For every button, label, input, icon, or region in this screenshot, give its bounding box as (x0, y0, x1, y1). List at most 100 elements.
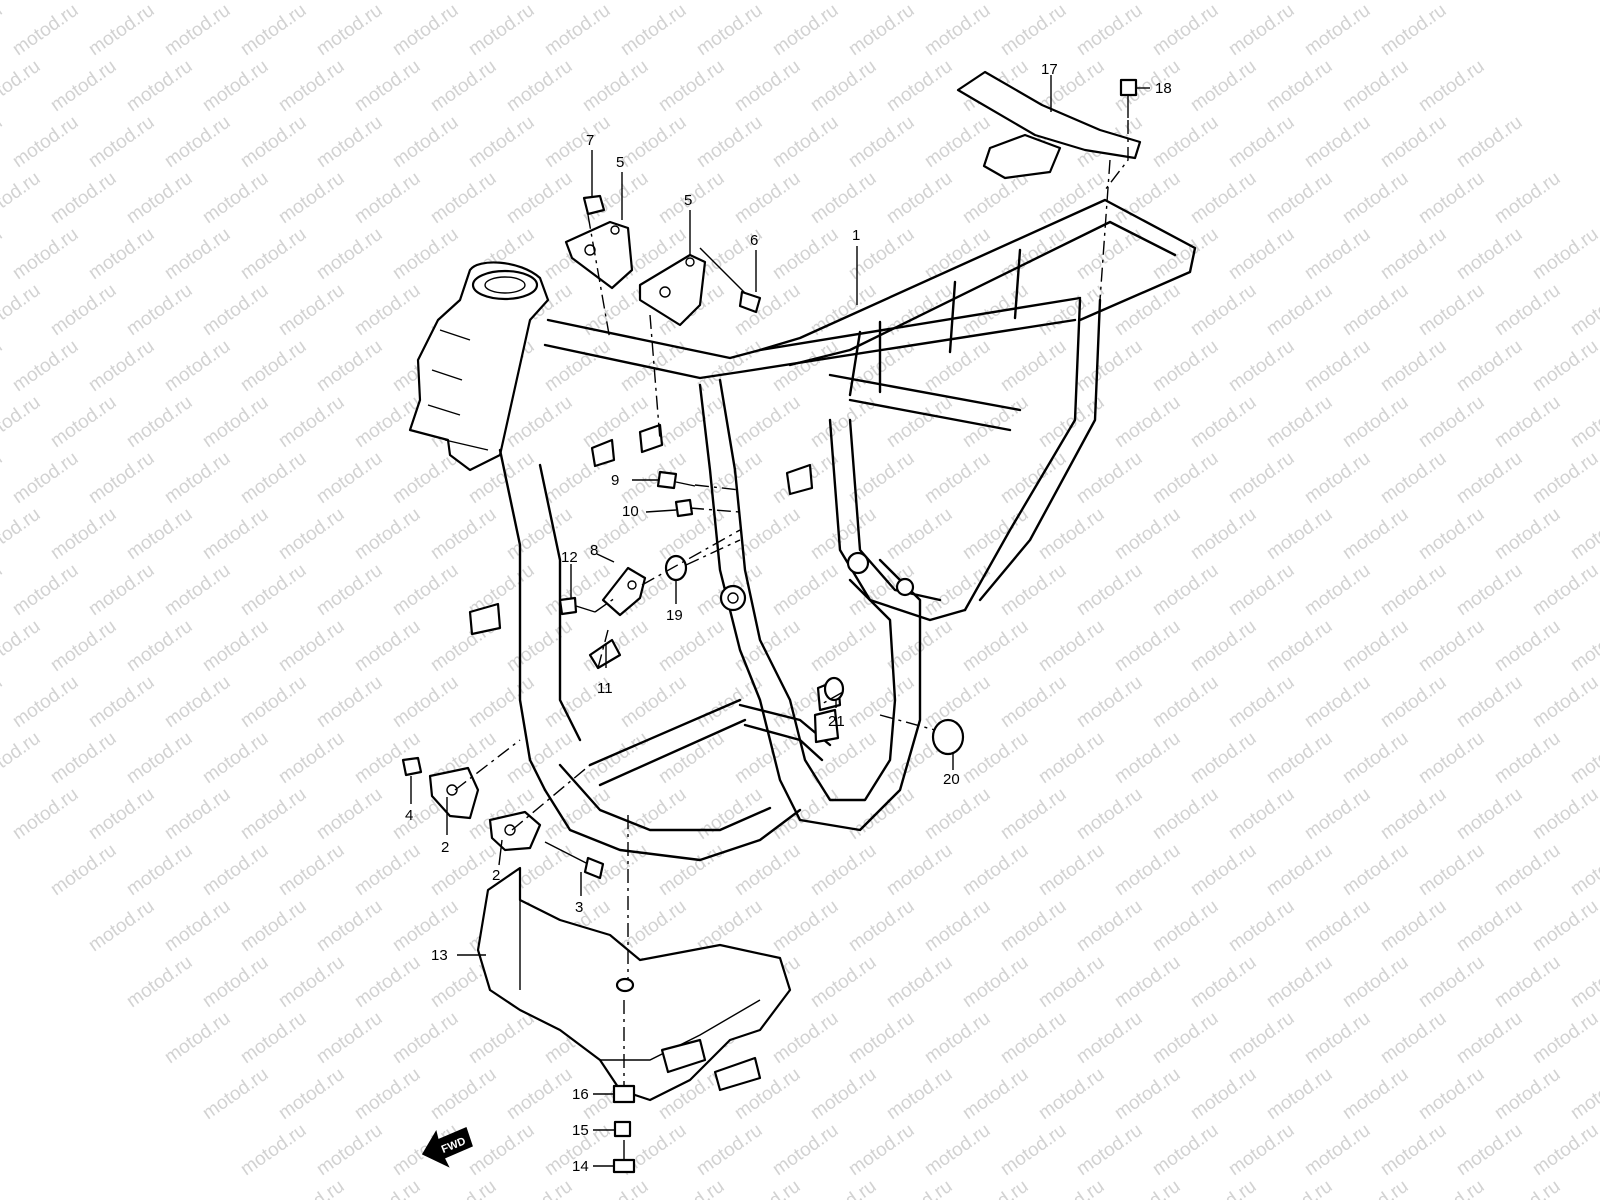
watermark-text: motod.ru (0, 728, 44, 788)
watermark-text: motod.ru (1111, 1064, 1184, 1124)
watermark-text: motod.ru (1149, 0, 1222, 60)
watermark-text: motod.ru (389, 896, 462, 956)
watermark-text: motod.ru (1567, 392, 1600, 452)
watermark-text: motod.ru (1567, 504, 1600, 564)
watermark-text: motod.ru (1491, 616, 1564, 676)
callout-18: 18 (1136, 80, 1172, 97)
watermark-text: motod.ru (313, 0, 386, 60)
watermark-text: motod.ru (921, 1008, 994, 1068)
watermark-text: motod.ru (769, 896, 842, 956)
svg-text:1: 1 (852, 227, 860, 244)
watermark-text: motod.ru (921, 1120, 994, 1180)
watermark-text: motod.ru (693, 672, 766, 732)
watermark-text: motod.ru (1301, 0, 1374, 60)
watermark-text: motod.ru (161, 784, 234, 844)
watermark-text: motod.ru (47, 616, 120, 676)
watermark-text: motod.ru (313, 336, 386, 396)
svg-text:7: 7 (586, 132, 594, 149)
watermark-text: motod.ru (1073, 0, 1146, 60)
callout-5b: 5 (684, 192, 692, 255)
watermark-text: motod.ru (1491, 952, 1564, 1012)
watermark-text: motod.ru (731, 56, 804, 116)
svg-text:18: 18 (1155, 80, 1172, 97)
watermark-text: motod.ru (769, 1120, 842, 1180)
callout-1: 1 (852, 227, 860, 305)
watermark-text: motod.ru (1149, 896, 1222, 956)
watermark-text: motod.ru (427, 0, 500, 4)
watermark-text: motod.ru (1529, 1008, 1600, 1068)
watermark-text: motod.ru (199, 0, 272, 4)
watermark-text: motod.ru (313, 672, 386, 732)
watermark-text: motod.ru (1301, 784, 1374, 844)
svg-text:19: 19 (666, 607, 683, 624)
watermark-text: motod.ru (47, 392, 120, 452)
watermark-text: motod.ru (579, 1176, 652, 1200)
watermark-text: motod.ru (199, 392, 272, 452)
callout-layer: 1 2 2 3 4 5 5 6 (405, 61, 1172, 1175)
svg-text:4: 4 (405, 807, 413, 824)
watermark-text: motod.ru (351, 280, 424, 340)
watermark-text: motod.ru (275, 840, 348, 900)
callout-21: 21 (828, 700, 845, 730)
watermark-text: motod.ru (1187, 56, 1260, 116)
watermark-text: motod.ru (579, 0, 652, 4)
watermark-text: motod.ru (1567, 952, 1600, 1012)
watermark-text: motod.ru (1377, 112, 1450, 172)
svg-text:2: 2 (492, 867, 500, 884)
watermark-text: motod.ru (1263, 952, 1336, 1012)
svg-text:2: 2 (441, 839, 449, 856)
watermark-text: motod.ru (237, 0, 310, 60)
watermark-text: motod.ru (1111, 728, 1184, 788)
watermark-text: motod.ru (1035, 392, 1108, 452)
watermark-text: motod.ru (1377, 784, 1450, 844)
watermark-text: motod.ru (617, 0, 690, 60)
watermark-text: motod.ru (1187, 280, 1260, 340)
watermark-text: motod.ru (237, 112, 310, 172)
callout-15: 15 (572, 1122, 615, 1139)
watermark-text: motod.ru (1453, 112, 1526, 172)
watermark-text: motod.ru (351, 1064, 424, 1124)
small-parts-drawing (401, 70, 1142, 1174)
svg-text:10: 10 (622, 503, 639, 520)
watermark-text: motod.ru (503, 168, 576, 228)
watermark-text: motod.ru (1377, 1008, 1450, 1068)
watermark-text: motod.ru (959, 280, 1032, 340)
watermark-text: motod.ru (1035, 280, 1108, 340)
watermark-text: motod.ru (351, 168, 424, 228)
watermark-text: motod.ru (313, 224, 386, 284)
watermark-text: motod.ru (0, 616, 44, 676)
watermark-text: motod.ru (161, 336, 234, 396)
watermark-text: motod.ru (655, 392, 728, 452)
watermark-text: motod.ru (1073, 448, 1146, 508)
watermark-text: motod.ru (1149, 112, 1222, 172)
watermark-text: motod.ru (807, 1064, 880, 1124)
watermark-text: motod.ru (1073, 336, 1146, 396)
watermark-text: motod.ru (351, 1176, 424, 1200)
watermark-text: motod.ru (275, 0, 348, 4)
watermark-text: motod.ru (769, 784, 842, 844)
watermark-text: motod.ru (883, 392, 956, 452)
watermark-text: motod.ru (1377, 896, 1450, 956)
watermark-text: motod.ru (1339, 1176, 1412, 1200)
watermark-text: motod.ru (1529, 896, 1600, 956)
watermark-text: motod.ru (85, 336, 158, 396)
watermark-text: motod.ru (9, 112, 82, 172)
callout-14: 14 (572, 1158, 614, 1175)
watermark-text: motod.ru (161, 896, 234, 956)
callout-4: 4 (405, 776, 413, 824)
watermark-text: motod.ru (1377, 224, 1450, 284)
watermark-text: motod.ru (1225, 336, 1298, 396)
svg-text:9: 9 (611, 472, 619, 489)
watermark-text: motod.ru (921, 0, 994, 60)
watermark-text: motod.ru (921, 448, 994, 508)
watermark-text: motod.ru (959, 840, 1032, 900)
watermark-text: motod.ru (313, 560, 386, 620)
watermark-text: motod.ru (1035, 168, 1108, 228)
watermark-text: motod.ru (1111, 952, 1184, 1012)
watermark-text: motod.ru (275, 504, 348, 564)
watermark-text: motod.ru (47, 56, 120, 116)
watermark-text: motod.ru (465, 112, 538, 172)
watermark-text: motod.ru (959, 728, 1032, 788)
